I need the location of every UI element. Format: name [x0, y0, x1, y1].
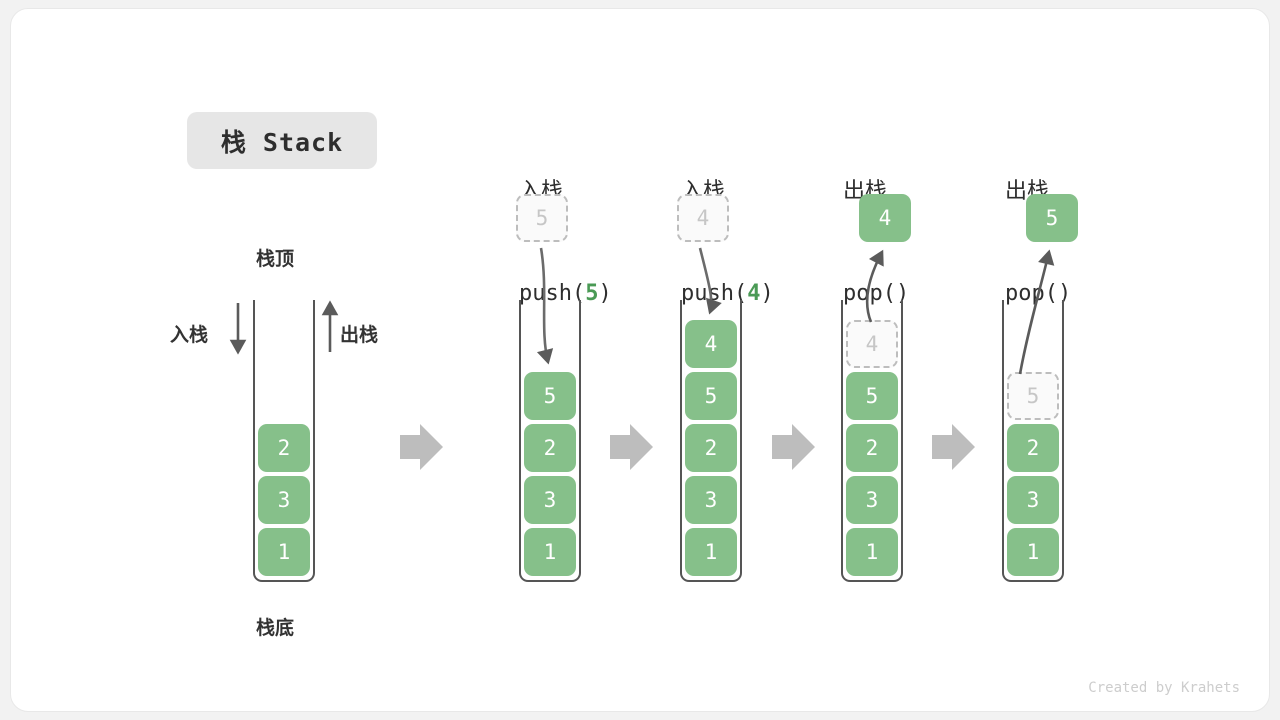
- tube-wall: [253, 300, 315, 582]
- stack-cell: 1: [524, 528, 576, 576]
- floating-box-pop4: 4: [859, 194, 911, 242]
- stack-cell: 4: [685, 320, 737, 368]
- stack-cell: 2: [524, 424, 576, 472]
- stack-cell: 2: [846, 424, 898, 472]
- label-pop-side: 出栈: [340, 324, 379, 346]
- stack-cell: 3: [1007, 476, 1059, 524]
- stack-cell: 2: [685, 424, 737, 472]
- stack-cell: 5: [524, 372, 576, 420]
- stack-cell: 3: [685, 476, 737, 524]
- stack-cell: 2: [1007, 424, 1059, 472]
- label-stack-bottom: 栈底: [256, 617, 295, 639]
- stack-cell: 3: [258, 476, 310, 524]
- stack-cell: 3: [524, 476, 576, 524]
- stack-cell: 1: [1007, 528, 1059, 576]
- stack-cell: 5: [685, 372, 737, 420]
- tube-wall: [841, 300, 903, 582]
- floating-box-pop5: 5: [1026, 194, 1078, 242]
- tube-wall: [519, 300, 581, 582]
- label-push-side: 入栈: [170, 324, 209, 346]
- floating-box-push4: 4: [677, 194, 729, 242]
- stack-cell: 2: [258, 424, 310, 472]
- diagram-title: 栈 Stack: [187, 112, 377, 169]
- stack-cell: 3: [846, 476, 898, 524]
- stack-cell: 1: [685, 528, 737, 576]
- stack-cell: 5: [846, 372, 898, 420]
- stack-cell-ghost: 5: [1007, 372, 1059, 420]
- label-stack-top: 栈顶: [256, 248, 295, 270]
- floating-box-push5: 5: [516, 194, 568, 242]
- stack-cell-ghost: 4: [846, 320, 898, 368]
- tube-wall: [680, 300, 742, 582]
- stack-cell: 1: [258, 528, 310, 576]
- stack-cell: 1: [846, 528, 898, 576]
- tube-wall: [1002, 300, 1064, 582]
- footer-credit: Created by Krahets: [1088, 680, 1240, 696]
